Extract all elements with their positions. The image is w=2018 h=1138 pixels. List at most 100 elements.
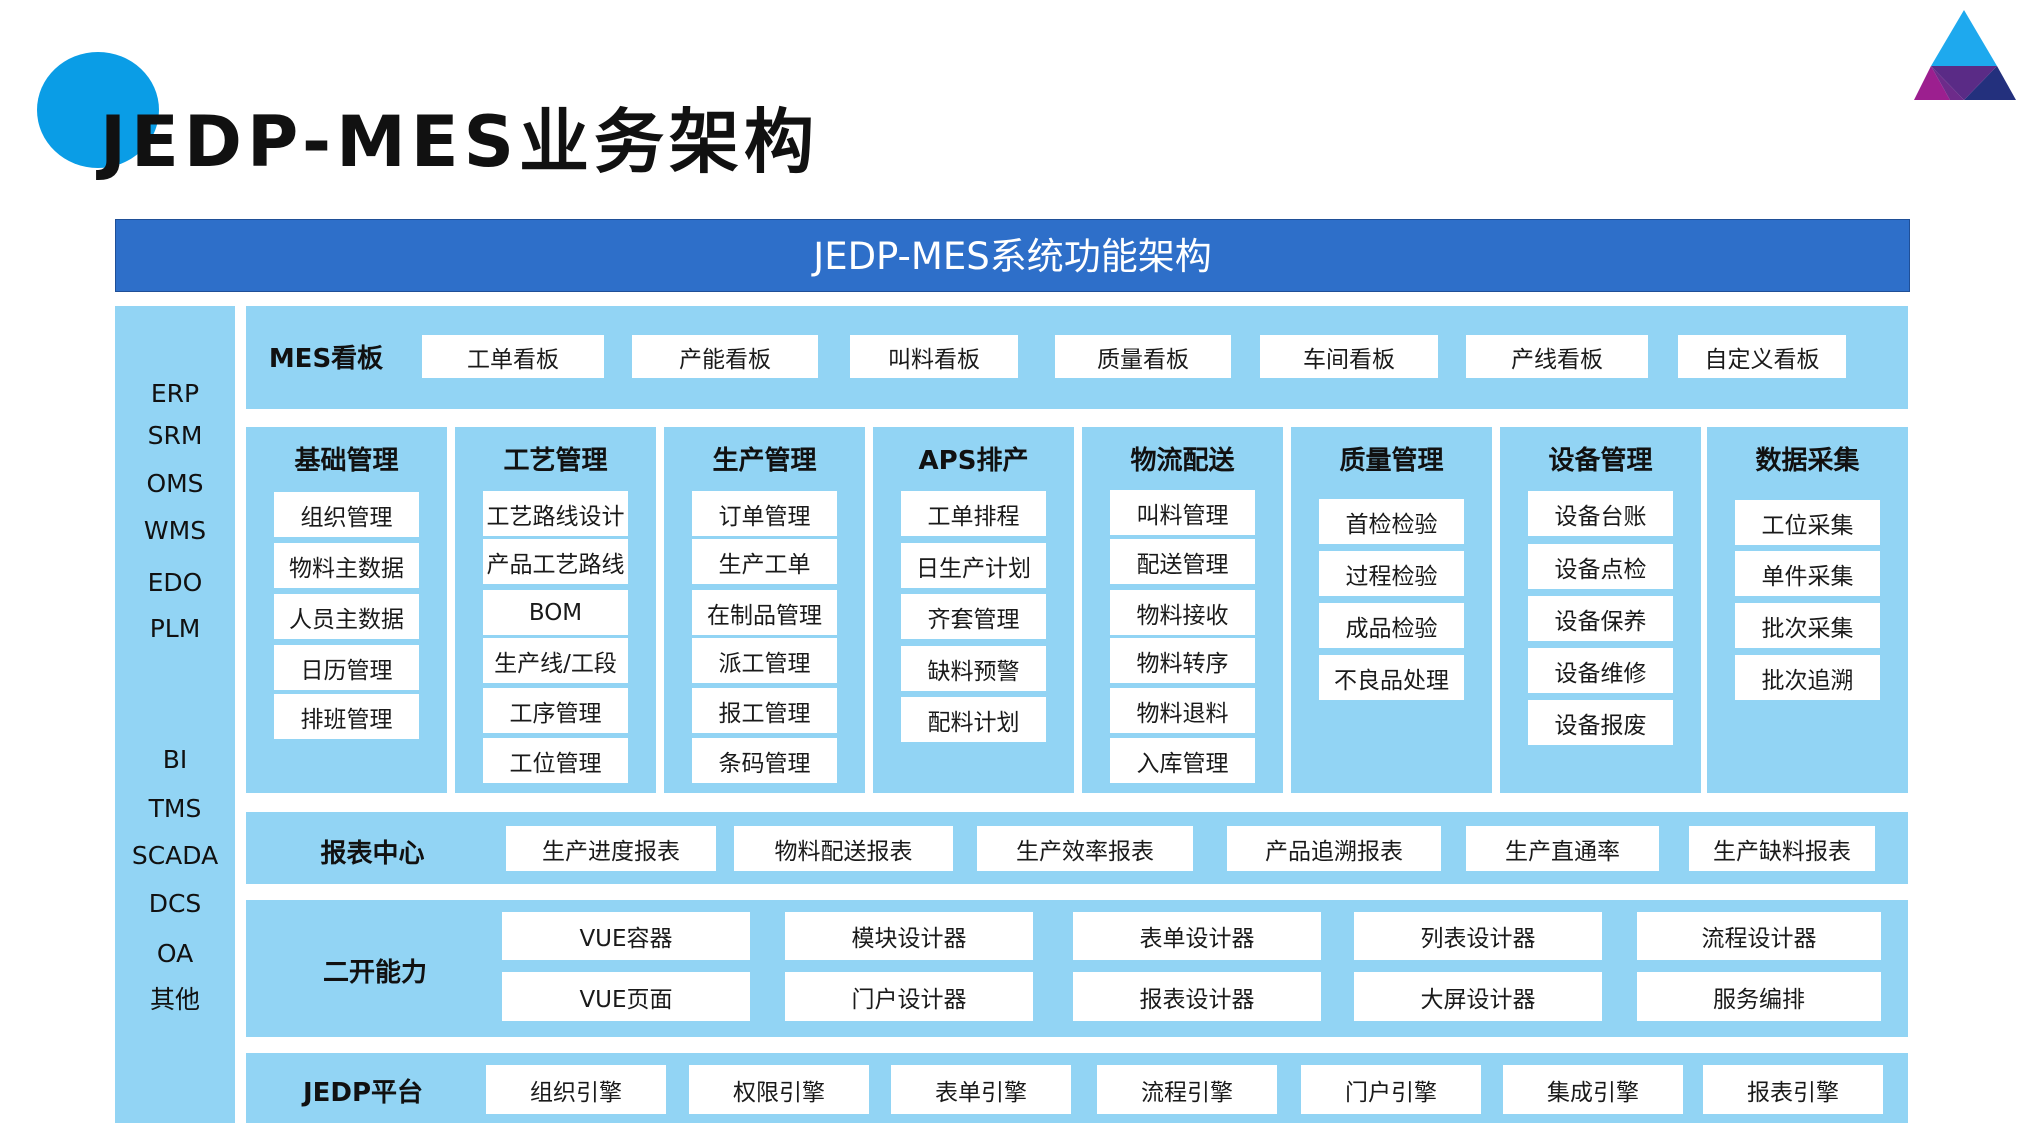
dev-item: 报表设计器: [1073, 972, 1321, 1021]
module-item: 配送管理: [1110, 539, 1255, 584]
module-item: 成品检验: [1319, 603, 1464, 648]
module-item: 生产线/工段: [483, 638, 628, 683]
title-decoration-circle: [37, 52, 159, 168]
side-system-label: OMS: [146, 469, 204, 498]
module-title: APS排产: [918, 446, 1029, 476]
module-item: 齐套管理: [901, 594, 1046, 639]
module-item: 设备台账: [1528, 491, 1673, 536]
module-title: 数据采集: [1755, 446, 1860, 476]
module-item: 工位管理: [483, 738, 628, 783]
module-item: 批次采集: [1735, 603, 1880, 648]
brand-logo-icon: [1914, 10, 2016, 100]
platform-label: JEDP平台: [302, 1078, 424, 1108]
platform-item: 权限引擎: [689, 1065, 869, 1114]
report-item: 生产进度报表: [506, 826, 716, 871]
module-item: 排班管理: [274, 694, 419, 739]
module-item: 首检检验: [1319, 499, 1464, 544]
side-system-label: BI: [162, 745, 188, 774]
side-system-label: ERP: [150, 379, 200, 408]
dev-item: 流程设计器: [1637, 912, 1881, 960]
report-item: 生产直通率: [1466, 826, 1659, 871]
module-item: 配料计划: [901, 697, 1046, 742]
module-item: 日生产计划: [901, 543, 1046, 588]
module-item: 工序管理: [483, 688, 628, 733]
side-system-label: TMS: [148, 794, 202, 823]
report-item: 生产效率报表: [977, 826, 1193, 871]
side-system-label: 其他: [149, 985, 200, 1014]
module-title: 工艺管理: [503, 446, 608, 476]
module-item: 订单管理: [692, 491, 837, 536]
module-item: 物料主数据: [274, 543, 419, 588]
module-item: 工艺路线设计: [483, 491, 628, 536]
module-item: 物料转序: [1110, 638, 1255, 683]
module-item: 组织管理: [274, 492, 419, 537]
dev-item: 门户设计器: [785, 972, 1033, 1021]
report-label: 报表中心: [320, 839, 425, 869]
module-item: 入库管理: [1110, 738, 1255, 783]
kanban-item: 车间看板: [1260, 335, 1438, 378]
side-system-label: SCADA: [131, 841, 219, 870]
report-item: 生产缺料报表: [1689, 826, 1875, 871]
dev-item: 服务编排: [1637, 972, 1881, 1021]
kanban-item: 质量看板: [1055, 335, 1231, 378]
module-item: 在制品管理: [692, 590, 837, 635]
kanban-item: 产能看板: [632, 335, 818, 378]
dev-item: VUE页面: [502, 972, 750, 1021]
side-system-label: EDO: [147, 568, 203, 597]
module-item: 物料退料: [1110, 688, 1255, 733]
page-title: JEDP-MES业务架构: [100, 101, 819, 183]
module-item: 人员主数据: [274, 594, 419, 639]
module-item: 物料接收: [1110, 590, 1255, 635]
module-title: 生产管理: [712, 446, 817, 476]
report-item: 产品追溯报表: [1227, 826, 1441, 871]
platform-item: 流程引擎: [1097, 1065, 1277, 1114]
module-item: 过程检验: [1319, 551, 1464, 596]
side-system-label: DCS: [148, 889, 202, 918]
module-item: BOM: [483, 590, 628, 635]
module-item: 单件采集: [1735, 551, 1880, 596]
module-item: 叫料管理: [1110, 490, 1255, 535]
kanban-item: 叫料看板: [850, 335, 1018, 378]
dev-label: 二开能力: [322, 958, 427, 988]
diagram-banner: JEDP-MES系统功能架构: [115, 219, 1910, 292]
module-item: 设备维修: [1528, 648, 1673, 693]
module-item: 产品工艺路线: [483, 539, 628, 584]
kanban-item: 产线看板: [1466, 335, 1648, 378]
dev-item: 大屏设计器: [1354, 972, 1602, 1021]
kanban-item: 自定义看板: [1678, 335, 1846, 378]
module-item: 缺料预警: [901, 646, 1046, 691]
module-item: 派工管理: [692, 638, 837, 683]
module-item: 设备报废: [1528, 700, 1673, 745]
platform-item: 表单引擎: [891, 1065, 1071, 1114]
side-system-label: WMS: [143, 516, 207, 545]
module-item: 报工管理: [692, 688, 837, 733]
module-item: 设备点检: [1528, 544, 1673, 589]
dev-item: VUE容器: [502, 912, 750, 960]
platform-item: 集成引擎: [1503, 1065, 1683, 1114]
platform-item: 组织引擎: [486, 1065, 666, 1114]
side-systems-panel: [115, 306, 235, 1123]
module-item: 批次追溯: [1735, 655, 1880, 700]
module-title: 设备管理: [1548, 446, 1653, 476]
kanban-label: MES看板: [268, 344, 384, 374]
dev-item: 列表设计器: [1354, 912, 1602, 960]
module-item: 条码管理: [692, 738, 837, 783]
dev-item: 模块设计器: [785, 912, 1033, 960]
module-item: 不良品处理: [1319, 655, 1464, 700]
platform-item: 报表引擎: [1703, 1065, 1883, 1114]
module-item: 工单排程: [901, 491, 1046, 536]
side-system-label: SRM: [147, 421, 203, 450]
module-item: 工位采集: [1735, 500, 1880, 545]
module-title: 基础管理: [294, 446, 399, 476]
side-system-label: PLM: [149, 614, 201, 643]
side-system-label: OA: [156, 939, 194, 968]
module-item: 设备保养: [1528, 596, 1673, 641]
dev-item: 表单设计器: [1073, 912, 1321, 960]
module-title: 物流配送: [1130, 446, 1235, 476]
kanban-item: 工单看板: [422, 335, 604, 378]
module-item: 日历管理: [274, 645, 419, 690]
module-title: 质量管理: [1339, 446, 1444, 476]
report-item: 物料配送报表: [734, 826, 953, 871]
module-item: 生产工单: [692, 539, 837, 584]
platform-item: 门户引擎: [1301, 1065, 1481, 1114]
